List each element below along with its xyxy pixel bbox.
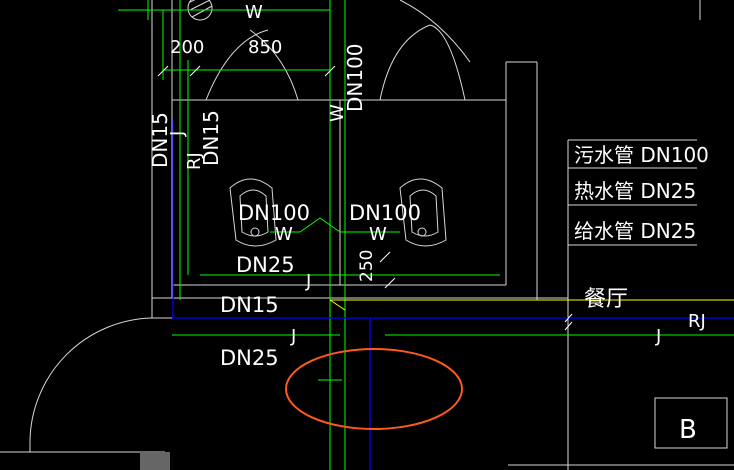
label-j-left: J	[167, 131, 188, 137]
label-dn15-bottom: DN15	[220, 293, 279, 317]
label-dn100-a: DN100	[238, 201, 310, 225]
bottom-gray-block	[140, 452, 170, 470]
squat-toilet-left	[229, 178, 277, 247]
label-dining-room: 餐厅	[584, 287, 628, 312]
label-w-top: W	[245, 2, 263, 23]
legend-row-sewage: 污水管 DN100	[574, 143, 709, 167]
label-250: 250	[357, 250, 377, 282]
legend-row-hot-water: 热水管 DN25	[574, 179, 696, 203]
label-j-bottom: J	[290, 326, 296, 347]
door-swings	[29, 0, 471, 452]
squat-toilet-right	[399, 178, 447, 247]
label-w-riser: W	[327, 104, 348, 122]
floor-drain-top	[187, 0, 213, 21]
label-850: 850	[248, 37, 282, 58]
b-marker: B	[679, 415, 697, 445]
pipe-legend: 污水管 DN100 热水管 DN25 给水管 DN25	[574, 143, 709, 243]
text-labels: W 200 850 DN100 W DN15 J RJ DN15 DN100 W…	[148, 2, 706, 370]
label-dn15-left: DN15	[148, 112, 172, 168]
dim-ticks	[157, 65, 573, 331]
b-marker-box	[654, 397, 728, 449]
label-dn25-mid: DN25	[236, 253, 295, 277]
label-rj-right: RJ	[688, 311, 706, 332]
label-dn25-bottom: DN25	[220, 346, 279, 370]
label-j-right: J	[655, 326, 661, 347]
legend-row-supply-water: 给水管 DN25	[574, 219, 696, 243]
label-dn15-left2: DN15	[199, 110, 223, 166]
blue-pipes	[172, 120, 734, 470]
label-j-mid: J	[305, 271, 311, 292]
highlight-ellipse	[285, 348, 463, 430]
label-w-b: W	[369, 224, 387, 245]
yellow-pipes	[329, 299, 734, 311]
label-rj-left: RJ	[184, 152, 205, 170]
label-dn100-b: DN100	[349, 201, 421, 225]
green-pipes	[118, 0, 734, 470]
label-w-a: W	[275, 224, 293, 245]
label-dn100-riser: DN100	[343, 43, 367, 112]
label-200: 200	[170, 37, 204, 58]
